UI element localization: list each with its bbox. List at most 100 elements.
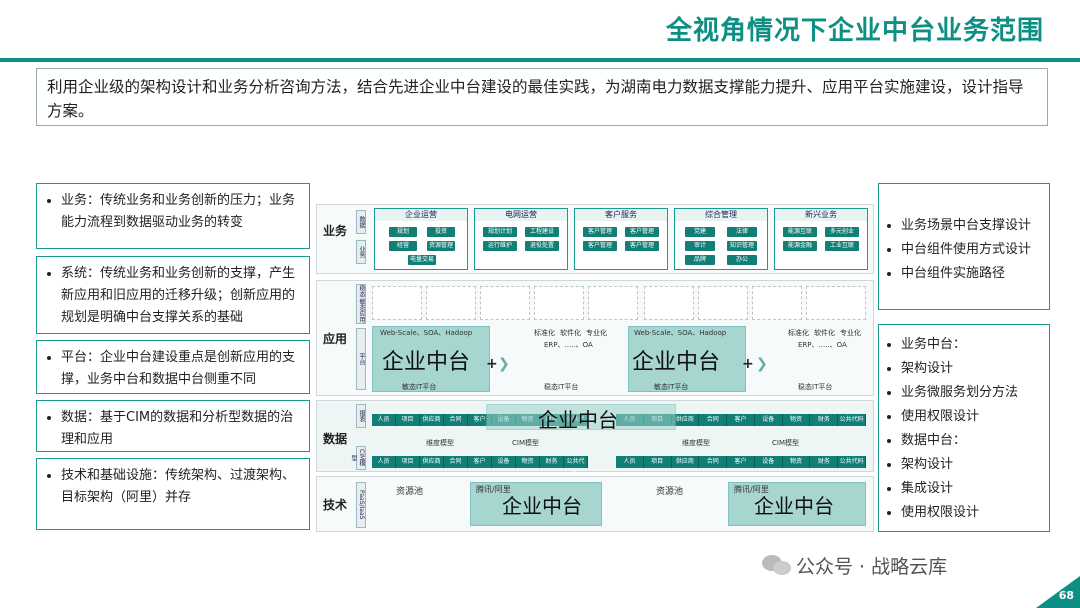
biz-cat-grid: 电网运营 规划计划 工程建设 运行维护 退役处置 <box>474 208 568 270</box>
intro-text: 利用企业级的架构设计和业务分析咨询方法，结合先进企业中台建设的最佳实践，为湖南电… <box>36 68 1048 126</box>
app-list <box>534 286 584 320</box>
data-entity-cell: 客户 <box>727 414 755 426</box>
plus-sign: + <box>742 356 754 372</box>
data-entity-cell: 设备 <box>755 456 783 468</box>
biz-cat-title: 客户服务 <box>575 209 667 221</box>
plus-sign: + <box>486 356 498 372</box>
data-mid-label: CIM模型 <box>512 439 539 447</box>
app-tech-text: ERP、.....、OA <box>544 341 593 349</box>
platform-panel-left <box>372 326 490 392</box>
biz-item: 工程建设 <box>525 227 559 237</box>
data-entity-cell: 人员 <box>372 414 396 426</box>
data-mid-label: 维度模型 <box>426 439 454 447</box>
biz-item: 退役处置 <box>525 241 559 251</box>
right-item: 数据中台： <box>901 429 1043 453</box>
middle-platform-label: 企业中台 <box>502 494 582 518</box>
app-list <box>752 286 802 320</box>
biz-cat-title: 电网运营 <box>475 209 567 221</box>
data-entity-cell: 公共代码 <box>838 414 866 426</box>
right-item: 中台组件实施路径 <box>901 262 1043 286</box>
app-tech-text: 敏态IT平台 <box>402 383 437 391</box>
data-entity-cell: 项目 <box>396 414 420 426</box>
biz-item: 多元创业 <box>825 227 859 237</box>
app-tech-text: 稳态IT平台 <box>798 383 833 391</box>
app-side-apps: 稳态·敏态应用 <box>356 284 366 324</box>
data-entity-cell: 合同 <box>699 456 728 468</box>
right-item: 业务场景中台支撑设计 <box>901 214 1043 238</box>
biz-cat-enterprise: 企业运营 规划 投资 经营 资源管理 电量交易 <box>374 208 468 270</box>
tech-platform-left <box>470 482 602 526</box>
data-mid-label: CIM模型 <box>772 439 799 447</box>
left-box-text: 系统：传统业务和业务创新的支撑，产生新应用和旧应用的迁移升级；创新应用的规划是明… <box>61 263 303 329</box>
biz-cat-title: 新兴业务 <box>775 209 867 221</box>
left-box-business: 业务：传统业务和业务创新的压力；业务能力流程到数据驱动业务的转变 <box>36 183 310 249</box>
data-entity-cell: 物资 <box>783 456 811 468</box>
left-box-text: 数据：基于CIM的数据和分析型数据的治理和应用 <box>61 407 303 451</box>
right-item: 架构设计 <box>901 357 1043 381</box>
data-side-cim: CIM模型 <box>350 446 366 470</box>
data-entity-cell: 客户 <box>468 456 492 468</box>
data-entity-cell: 物资 <box>783 414 811 426</box>
biz-item: 客户管理 <box>625 241 659 251</box>
biz-item: 党建 <box>685 227 715 237</box>
data-entity-cell: 项目 <box>396 456 420 468</box>
data-entity-cell: 项目 <box>644 456 672 468</box>
tech-text: 腾讯/阿里 <box>476 485 511 494</box>
left-box-text: 平台：企业中台建设重点是创新应用的支撑，业务中台和数据中台侧重不同 <box>61 347 303 391</box>
platform-panel-right <box>628 326 746 392</box>
app-tech-text: ERP、.....、OA <box>798 341 847 349</box>
data-entity-cell: 合同 <box>444 414 468 426</box>
data-entity-cell: 设备 <box>492 456 516 468</box>
biz-item: 工业互联 <box>825 241 859 251</box>
middle-platform-label: 企业中台 <box>632 350 721 375</box>
biz-item: 品牌 <box>685 255 715 265</box>
app-list <box>644 286 694 320</box>
app-list <box>372 286 422 320</box>
data-mid-label: 维度模型 <box>682 439 710 447</box>
biz-item: 经营 <box>389 241 417 251</box>
biz-item: 电量交易 <box>408 255 436 265</box>
app-tech-text: Web-Scale、SOA、Hadoop <box>380 329 473 337</box>
architecture-diagram: 业务 数据 业务 企业运营 规划 投资 经营 资源管理 电量交易 电网运营 规划… <box>316 200 874 536</box>
app-tech-text: Web-Scale、SOA、Hadoop <box>634 329 727 337</box>
left-box-platform: 平台：企业中台建设重点是创新应用的支撑，业务中台和数据中台侧重不同 <box>36 340 310 394</box>
biz-cat-customer: 客户服务 客户管理 客户管理 客户管理 客户管理 <box>574 208 668 270</box>
biz-side-data: 数据 <box>356 210 366 234</box>
tag-label: 标准化 <box>788 329 809 337</box>
tag-label: 专业化 <box>840 329 861 337</box>
data-entity-cell: 人员 <box>616 456 644 468</box>
right-item: 业务微服务划分方法 <box>901 381 1043 405</box>
data-entity-cell: 公共代码 <box>564 456 588 477</box>
right-item: 集成设计 <box>901 477 1043 501</box>
biz-item: 法律 <box>727 227 757 237</box>
left-box-data: 数据：基于CIM的数据和分析型数据的治理和应用 <box>36 400 310 452</box>
app-list <box>698 286 748 320</box>
wechat-icon <box>762 555 791 575</box>
middle-platform-label: 企业中台 <box>538 408 618 432</box>
biz-item: 运行维护 <box>483 241 517 251</box>
biz-cat-emerging: 新兴业务 能源互联 多元创业 能源金融 工业互联 <box>774 208 868 270</box>
tech-text: 腾讯/阿里 <box>734 485 769 494</box>
app-list <box>426 286 476 320</box>
biz-item: 能源金融 <box>783 241 817 251</box>
tech-text: 资源池 <box>656 487 684 497</box>
left-box-system: 系统：传统业务和业务创新的支撑，产生新应用和旧应用的迁移升级；创新应用的规划是明… <box>36 256 310 334</box>
data-entity-cell: 供应商 <box>672 456 700 468</box>
arrow-icon: ❯ <box>756 356 768 372</box>
app-list <box>588 286 638 320</box>
biz-item: 审计 <box>685 241 715 251</box>
title-underline <box>0 58 1080 62</box>
tech-platform-right <box>728 482 866 526</box>
left-box-tech: 技术和基础设施：传统架构、过渡架构、目标架构（阿里）并存 <box>36 458 310 530</box>
app-side-platform: 平台 <box>356 328 366 390</box>
biz-cat-title: 企业运营 <box>375 209 467 221</box>
middle-platform-label: 企业中台 <box>382 350 471 375</box>
biz-cat-title: 综合管理 <box>675 209 767 221</box>
tech-text: 资源池 <box>396 487 424 497</box>
data-entity-cell: 合同 <box>444 456 468 468</box>
left-box-text: 技术和基础设施：传统架构、过渡架构、目标架构（阿里）并存 <box>61 465 303 509</box>
data-row-cim-right: 人员项目供应商合同客户设备物资财务公共代码 <box>616 456 866 468</box>
band-label-application: 应用 <box>322 332 347 346</box>
right-item: 中台组件使用方式设计 <box>901 238 1043 262</box>
data-row-cim-left: 人员项目供应商合同客户设备物资财务公共代码 <box>372 456 588 477</box>
